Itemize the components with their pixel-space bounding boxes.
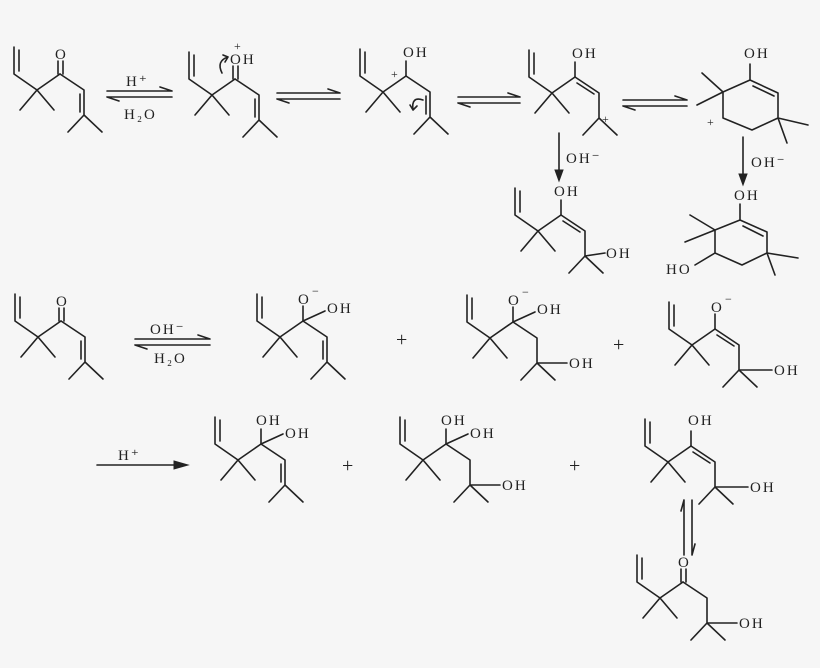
charge-label: − <box>312 284 321 298</box>
oxygen-label: O <box>56 294 69 310</box>
hydroxyl-label: OH <box>569 356 595 372</box>
hydroxyl-label: OH <box>734 188 760 204</box>
plus-sign: + <box>569 455 582 477</box>
hydroxyl-label: OH <box>572 46 598 62</box>
molecule-carbocation: OH + <box>359 45 449 135</box>
molecule-gem-diol-enone: OH OH <box>214 413 311 503</box>
hydroxyl-label: OH <box>688 413 714 429</box>
molecule-enone-ketone: O <box>14 293 104 380</box>
molecule-gem-diol-hydroxy: OH OH OH <box>399 413 528 503</box>
molecule-enol-cation: OH + <box>528 46 618 136</box>
molecule-alkoxide-enone: O − OH <box>256 284 353 380</box>
plus-sign: + <box>613 334 626 356</box>
reagent-label: OH⁻ <box>751 155 787 171</box>
curved-arrow-icon <box>409 98 424 111</box>
reaction-arrow-acid: H⁺ <box>96 448 190 470</box>
curved-arrow-icon <box>219 54 229 74</box>
charge-label: + <box>391 67 400 81</box>
equilibrium-arrow <box>457 92 521 108</box>
molecule-enol-diol: OH OH <box>514 184 632 274</box>
oxonium-label: OH <box>230 52 256 68</box>
equilibrium-arrow-hydroxide: OH⁻ H₂O <box>134 322 211 367</box>
reagent-label: H₂O <box>124 107 157 123</box>
hydroxyl-label: OH <box>750 480 776 496</box>
reagent-label: OH⁻ <box>566 151 602 167</box>
equilibrium-arrow-protonation: H⁺ H₂O <box>106 74 173 123</box>
molecule-cyclic-diol: OH HO <box>666 188 799 278</box>
oxygen-label: O <box>508 293 521 309</box>
hydroxyl-label: OH <box>403 45 429 61</box>
plus-sign: + <box>342 455 355 477</box>
charge-label: − <box>725 292 734 306</box>
oxygen-label: O <box>711 300 724 316</box>
molecule-cyclic-cation: OH + <box>696 46 809 144</box>
molecule-enone-ketone: O <box>13 46 103 133</box>
reaction-arrow-hydroxide: OH⁻ <box>554 132 602 183</box>
tautomer-equilibrium-arrow <box>680 499 696 556</box>
charge-label: − <box>522 285 531 299</box>
reagent-label: OH⁻ <box>150 322 186 338</box>
hydroxyl-label: OH <box>502 478 528 494</box>
hydroxyl-label: OH <box>606 246 632 262</box>
oxygen-label: O <box>298 292 311 308</box>
molecule-enolate-hydroxy: O − OH <box>668 292 800 388</box>
molecule-alkoxide-hydroxy: O − OH OH <box>466 285 595 381</box>
hydroxyl-label: OH <box>256 413 282 429</box>
reagent-label: H⁺ <box>126 74 149 90</box>
reaction-arrow-hydroxide: OH⁻ <box>738 136 787 187</box>
charge-label: + <box>707 115 716 129</box>
hydroxyl-label: OH <box>470 426 496 442</box>
molecule-protonated-ketone: OH + <box>188 39 278 138</box>
oxygen-label: O <box>678 555 691 571</box>
hydroxyl-label: OH <box>327 301 353 317</box>
hydroxyl-label: OH <box>537 302 563 318</box>
molecule-enol-hydroxy: OH OH <box>644 413 776 505</box>
hydroxyl-label: OH <box>441 413 467 429</box>
hydroxyl-label: OH <box>285 426 311 442</box>
hydroxyl-label: OH <box>554 184 580 200</box>
charge-label: + <box>234 39 243 53</box>
equilibrium-arrow <box>276 88 341 104</box>
reagent-label: H⁺ <box>118 448 141 464</box>
reagent-label: H₂O <box>154 351 187 367</box>
oxygen-label: O <box>55 47 68 63</box>
hydroxyl-label: OH <box>739 616 765 632</box>
plus-sign: + <box>396 329 409 351</box>
hydroxyl-label: HO <box>666 262 692 278</box>
equilibrium-arrow <box>622 95 688 111</box>
hydroxyl-label: OH <box>774 363 800 379</box>
molecule-hydroxy-ketone: O OH <box>636 554 765 641</box>
hydroxyl-label: OH <box>744 46 770 62</box>
charge-label: + <box>602 112 611 126</box>
